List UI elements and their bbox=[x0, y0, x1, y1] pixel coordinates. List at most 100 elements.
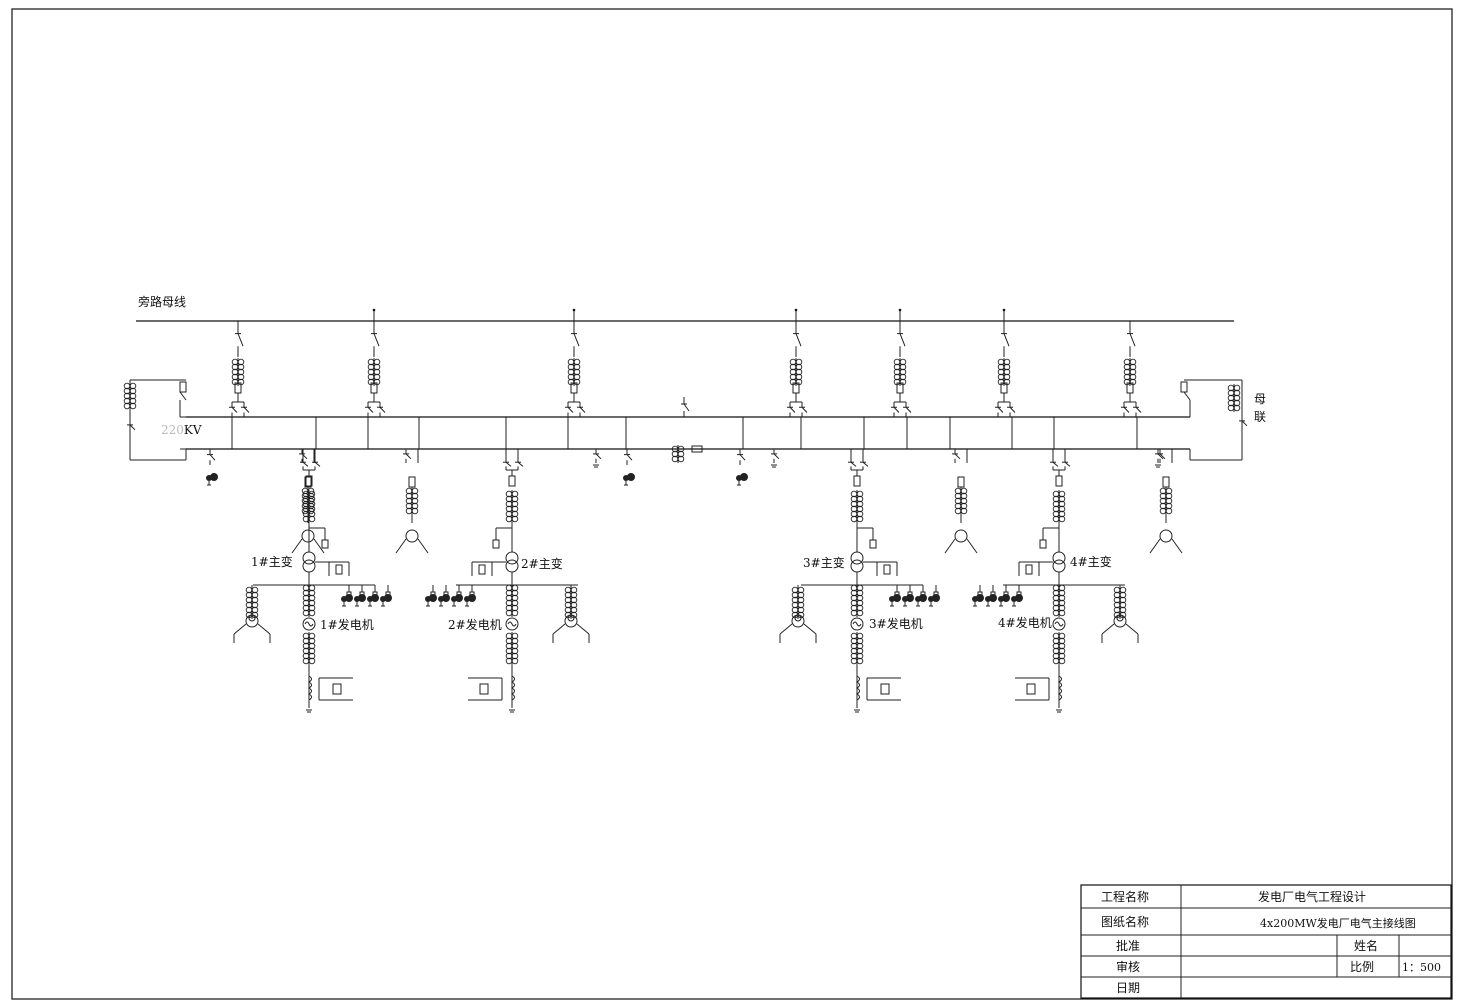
main-transformer-icon bbox=[505, 551, 519, 573]
disconnector bbox=[793, 321, 802, 357]
disconnector bbox=[1239, 416, 1248, 430]
ground-symbol bbox=[509, 709, 515, 713]
current-transformer bbox=[405, 487, 419, 515]
disconnector bbox=[235, 321, 244, 357]
surge-arrester bbox=[451, 594, 463, 607]
bus-connections bbox=[231, 417, 1138, 449]
surge-arrester bbox=[341, 594, 353, 607]
generator-label-1: 1#发电机 bbox=[320, 617, 374, 632]
current-transformer bbox=[997, 358, 1011, 386]
main-bus-voltage: 220KV bbox=[161, 423, 202, 437]
current-transformer bbox=[302, 632, 316, 665]
disconnector bbox=[312, 458, 321, 470]
generator-icon bbox=[302, 617, 316, 631]
name-label: 姓名 bbox=[1354, 938, 1378, 953]
tie-label-2: 联 bbox=[1254, 410, 1266, 424]
tie-label-1: 母 bbox=[1254, 392, 1266, 406]
bypass-feeder bbox=[787, 308, 808, 417]
current-transformer bbox=[789, 358, 803, 386]
current-transformer bbox=[505, 490, 519, 523]
generator-icon bbox=[850, 617, 864, 631]
current-transformer bbox=[231, 358, 245, 386]
approve-label: 批准 bbox=[1116, 938, 1140, 953]
ground-symbol bbox=[771, 464, 777, 468]
disconnector bbox=[799, 402, 808, 417]
disconnector bbox=[207, 449, 216, 465]
ground-symbol bbox=[854, 709, 860, 713]
title-block-frame bbox=[1080, 884, 1452, 999]
current-transformer bbox=[850, 584, 864, 617]
bypass-feeder bbox=[229, 321, 250, 417]
drawing-name-value: 4x200MW发电厂电气主接线图 bbox=[1260, 916, 1416, 930]
bypass-bus-label: 旁路母线 bbox=[138, 294, 186, 309]
current-transformer bbox=[1123, 358, 1137, 386]
bypass-feeder bbox=[565, 308, 586, 417]
current-transformer bbox=[367, 358, 381, 386]
current-transformer bbox=[1052, 584, 1066, 617]
circuit-breaker bbox=[853, 475, 861, 487]
voltage-unit: KV bbox=[184, 423, 202, 437]
generator-icon bbox=[1052, 617, 1066, 631]
disconnector bbox=[1133, 402, 1142, 417]
generator-unit bbox=[972, 449, 1139, 713]
main-transformer-icon bbox=[302, 551, 316, 573]
bus-ground-switch bbox=[771, 449, 780, 468]
disconnector bbox=[860, 458, 869, 470]
disconnector bbox=[1001, 321, 1010, 357]
disconnector bbox=[577, 402, 586, 417]
surge-arrester bbox=[998, 594, 1010, 607]
circuit-breaker bbox=[1162, 476, 1170, 488]
disconnector bbox=[1121, 402, 1130, 417]
bypass-feeder bbox=[995, 308, 1016, 417]
disconnector bbox=[299, 449, 308, 463]
disconnector bbox=[300, 458, 309, 470]
circuit-breaker bbox=[957, 476, 965, 488]
pt-branch bbox=[395, 449, 429, 554]
current-transformer bbox=[301, 487, 315, 515]
current-transformer bbox=[302, 490, 316, 523]
surge-arrester bbox=[464, 594, 476, 607]
transformer-label-4: 4#主变 bbox=[1070, 554, 1112, 569]
surge-arrester bbox=[438, 594, 450, 607]
bypass-feeder bbox=[1121, 321, 1142, 417]
generator-unit bbox=[233, 449, 392, 713]
current-transformer bbox=[123, 382, 137, 410]
disconnector bbox=[1127, 321, 1136, 357]
current-transformer bbox=[893, 358, 907, 386]
date-label: 日期 bbox=[1116, 981, 1140, 995]
current-transformer bbox=[505, 632, 519, 665]
bus-coupler-disconnector bbox=[681, 397, 690, 417]
project-name-label: 工程名称 bbox=[1101, 889, 1149, 904]
disconnector bbox=[241, 402, 250, 417]
current-transformer bbox=[245, 586, 259, 619]
surge-arrester bbox=[206, 473, 218, 486]
service-transformer bbox=[779, 614, 817, 643]
generator-label-4: 4#发电机 bbox=[998, 615, 1052, 630]
current-transformer bbox=[671, 445, 685, 463]
main-transformer-icon bbox=[1052, 551, 1066, 573]
surge-arrester bbox=[985, 594, 997, 607]
disconnector bbox=[377, 402, 386, 417]
surge-arrester bbox=[354, 594, 366, 607]
surge-arrester bbox=[902, 594, 914, 607]
voltage-prefix: 220 bbox=[161, 423, 184, 437]
bus-arrester bbox=[206, 449, 218, 486]
current-transformer bbox=[1052, 490, 1066, 523]
current-transformer bbox=[505, 584, 519, 617]
disconnector bbox=[229, 402, 238, 417]
scale-value: 1：500 bbox=[1402, 961, 1441, 974]
pt-branch bbox=[944, 449, 978, 554]
generator-unit bbox=[425, 449, 590, 713]
disconnector bbox=[952, 449, 961, 463]
current-transformer bbox=[850, 632, 864, 665]
generator-icon bbox=[505, 617, 519, 631]
surge-arrester bbox=[623, 473, 635, 486]
current-transformer bbox=[567, 358, 581, 386]
disconnector bbox=[995, 402, 1004, 417]
current-transformer bbox=[954, 487, 968, 515]
ground-symbol bbox=[593, 464, 599, 468]
disconnector bbox=[624, 449, 633, 465]
generator-units bbox=[233, 449, 1139, 713]
ground-symbol bbox=[306, 709, 312, 713]
surge-arrester bbox=[1011, 594, 1023, 607]
